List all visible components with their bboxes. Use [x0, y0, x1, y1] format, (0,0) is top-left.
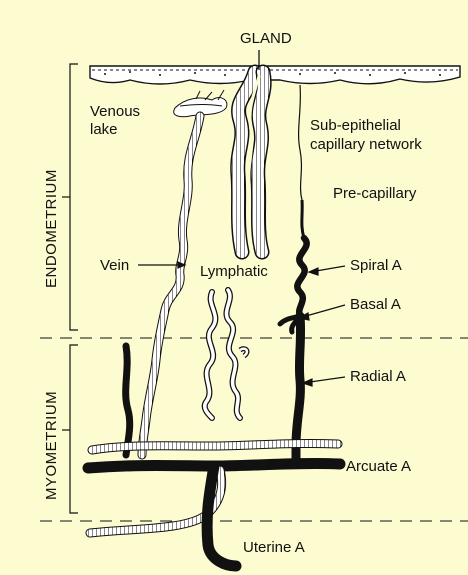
arcuate-a-label: Arcuate A — [346, 458, 411, 475]
endometrium-label: ENDOMETRIUM — [43, 169, 60, 288]
lymphatic-vessels — [205, 290, 247, 418]
vein — [142, 116, 200, 455]
arcuate-vein — [92, 443, 338, 450]
basal-a-label: Basal A — [350, 296, 401, 313]
lymphatic-label: Lymphatic — [200, 263, 268, 280]
spiral-a-label: Spiral A — [350, 257, 402, 274]
vein-label: Vein — [100, 257, 129, 274]
radial-a-label: Radial A — [350, 368, 406, 385]
leader-lines — [138, 262, 345, 386]
epithelium-surface — [90, 66, 460, 90]
spiral-artery — [297, 238, 306, 316]
gland-label: GLAND — [240, 30, 292, 47]
myometrium-bracket — [62, 345, 78, 513]
pre-capillary-label: Pre-capillary — [333, 185, 417, 202]
sub-epithelial-capillaries — [299, 85, 304, 238]
uterine-a-label: Uterine A — [243, 539, 305, 556]
radial-artery — [296, 316, 301, 460]
myometrium-label: MYOMETRIUM — [43, 391, 60, 500]
endometrium-bracket — [62, 64, 78, 330]
left-radial-branch — [126, 346, 130, 455]
subepithelial-label-2: capillary network — [310, 136, 422, 153]
venous-lake-label-1: Venous — [90, 103, 140, 120]
subepithelial-label-1: Sub-epithelial — [310, 117, 401, 134]
venous-lake-label-2: lake — [90, 121, 118, 138]
